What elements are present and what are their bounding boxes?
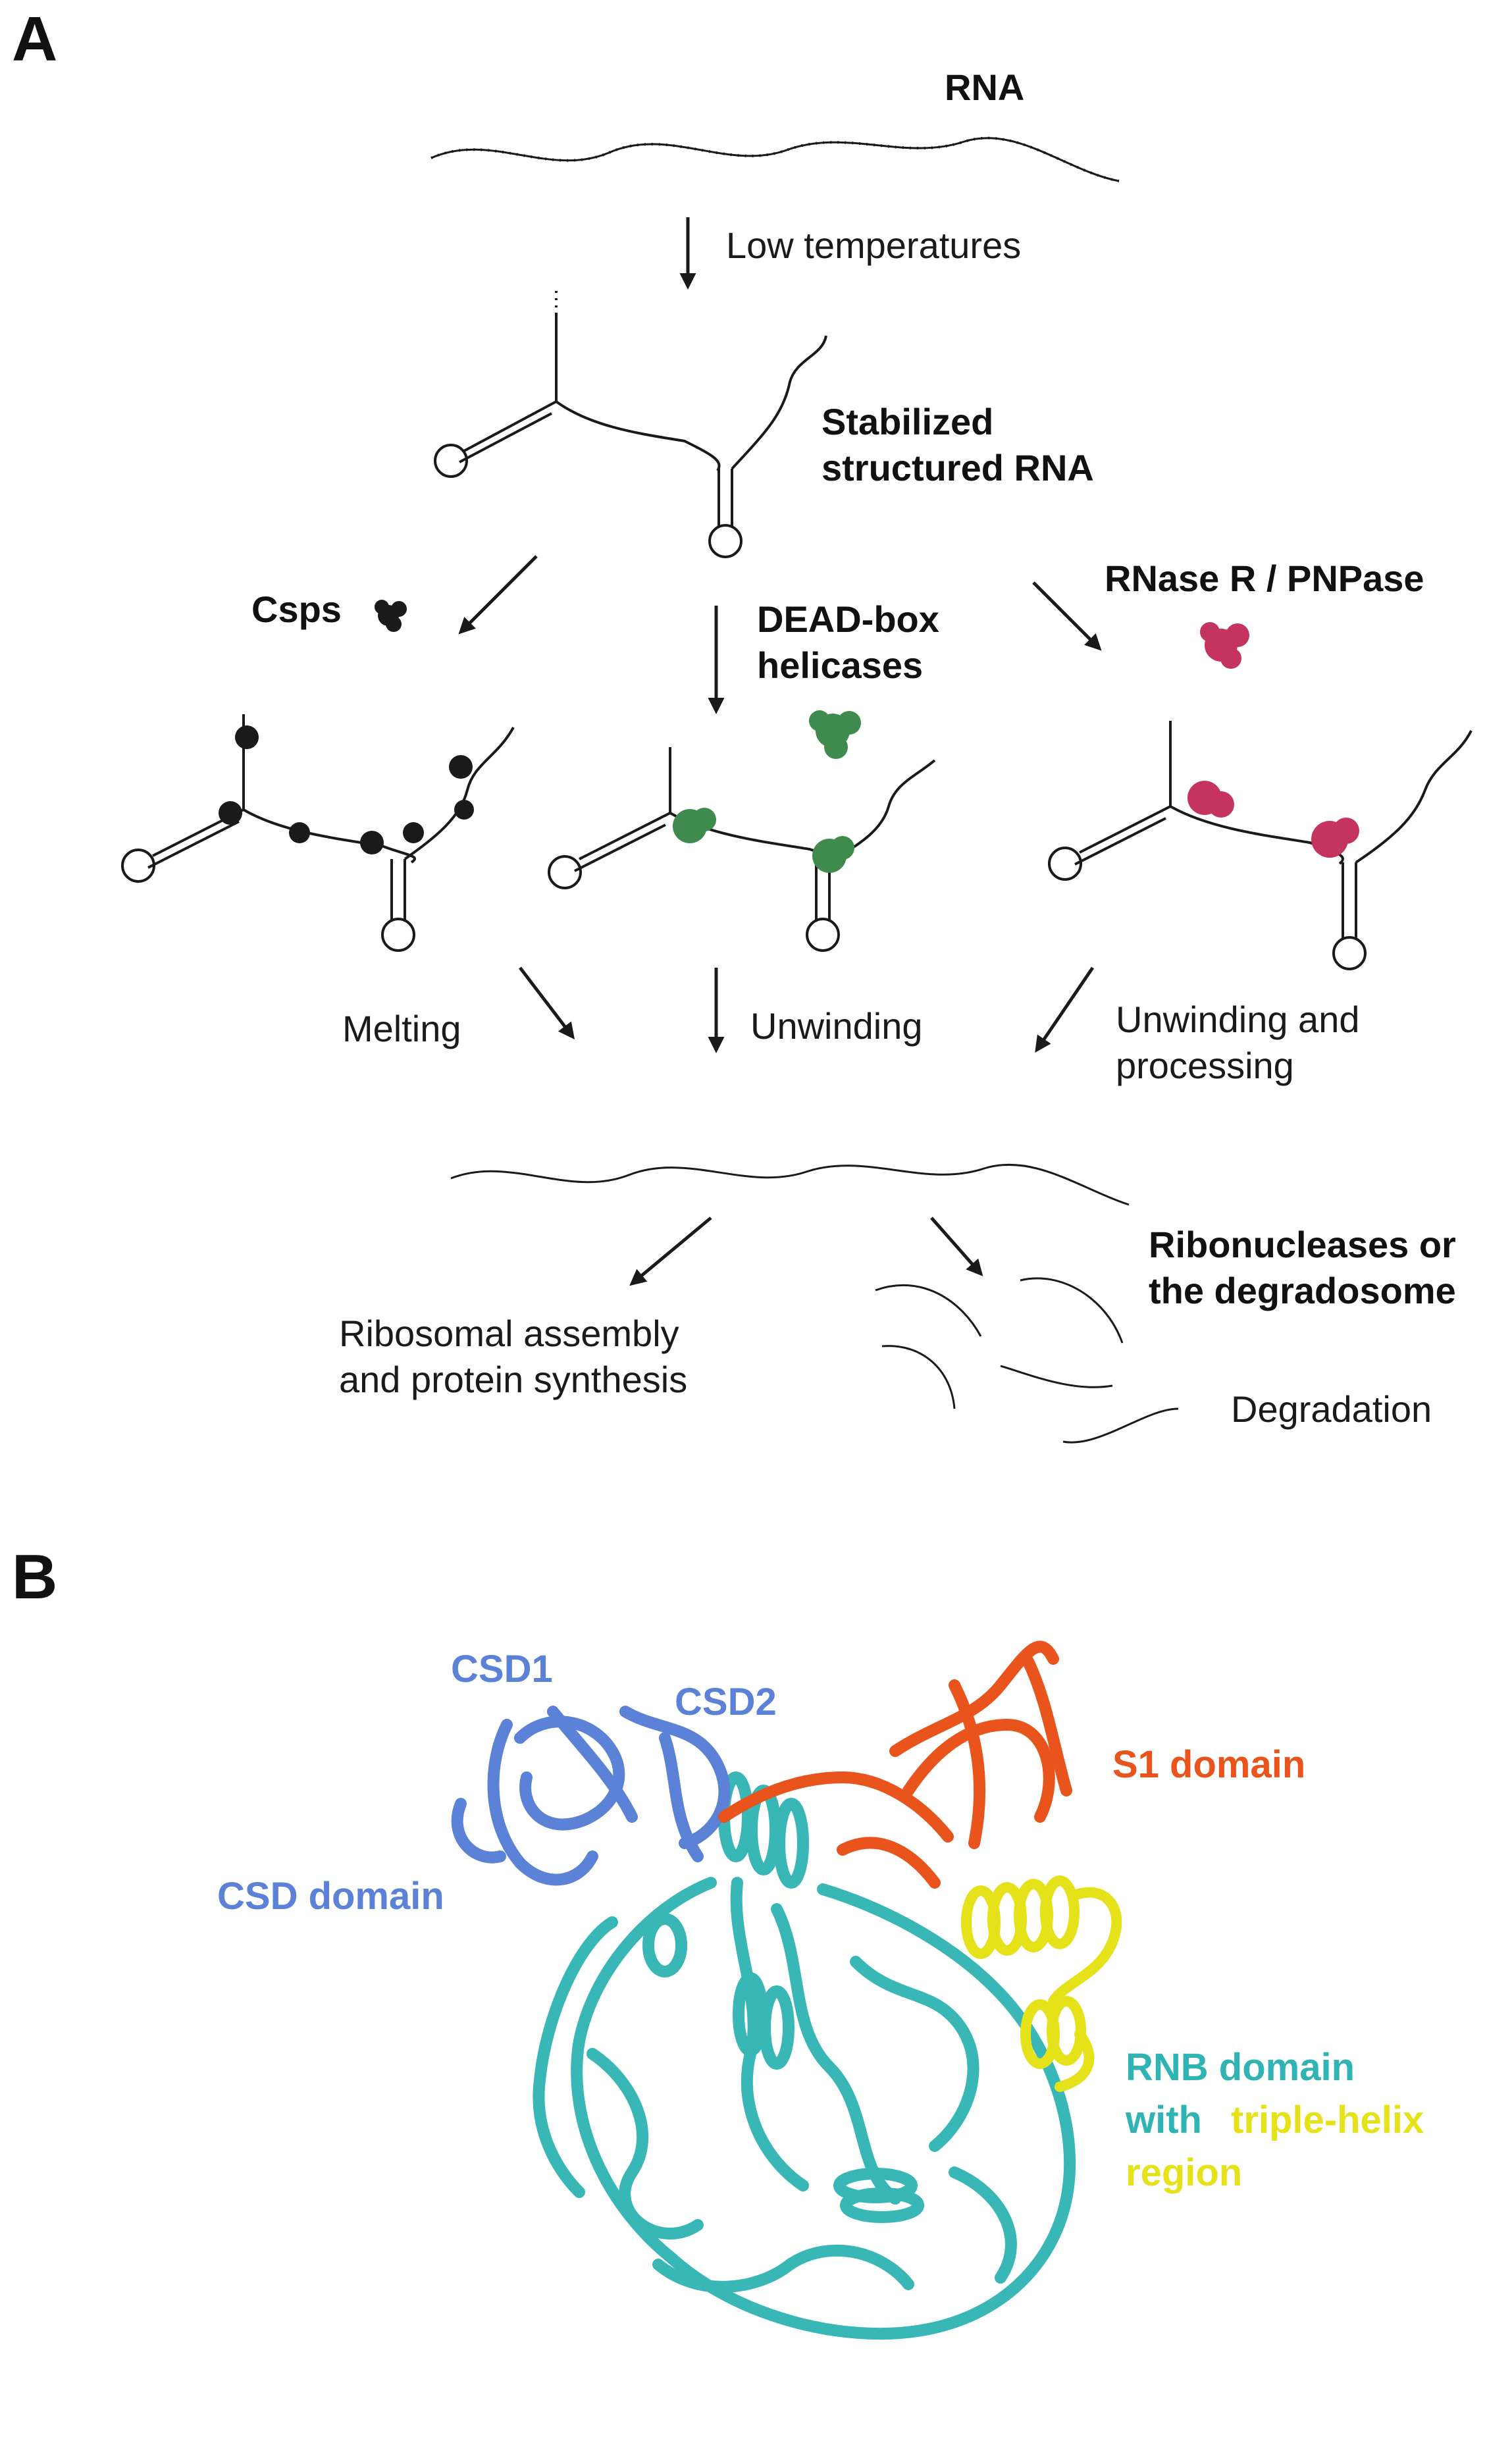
rnb-domain-label: RNB domain	[1126, 2046, 1355, 2089]
triple-helix-region-label: region	[1126, 2151, 1242, 2194]
arrow-to-csps	[458, 555, 538, 635]
arrow-ribosomal	[629, 1217, 712, 1286]
triple-helix-structure	[961, 1875, 1122, 2092]
rna-strand-linear	[450, 1163, 1130, 1206]
ribonucleases-label-1: Ribonucleases or	[1149, 1224, 1456, 1265]
structured-rna-helicases	[548, 747, 936, 952]
rnase-bound-proteins	[1187, 781, 1359, 858]
rnase-protein-icon	[1200, 622, 1249, 669]
arrow-degradation	[930, 1217, 983, 1276]
helicase-protein-icon	[809, 710, 861, 759]
rna-fragments	[875, 1277, 1179, 1444]
unwinding-processing-label-2: processing	[1116, 1045, 1294, 1086]
stabilized-label-1: Stabilized	[821, 401, 993, 442]
arrow-unwinding-processing	[1035, 966, 1095, 1053]
unwinding-label: Unwinding	[750, 1005, 923, 1047]
triple-helix-label: triple-helix	[1231, 2099, 1424, 2141]
s1-domain-structure	[718, 1640, 1072, 1889]
low-temperatures-label: Low temperatures	[726, 224, 1021, 266]
csd1-label: CSD1	[451, 1648, 553, 1690]
csd-domain-structure	[451, 1706, 731, 1886]
rnb-with-label: with	[1125, 2099, 1202, 2141]
arrow-to-rnase	[1032, 581, 1102, 651]
csp-protein-icon	[375, 600, 407, 632]
structured-rna-rnase	[1048, 721, 1473, 970]
dead-box-label-2: helicases	[757, 644, 923, 686]
unwinding-processing-label-1: Unwinding and	[1116, 999, 1359, 1040]
ribosomal-label-2: and protein synthesis	[339, 1359, 687, 1400]
csps-label: Csps	[251, 589, 342, 630]
helicase-bound-proteins	[673, 808, 854, 873]
rna-label: RNA	[945, 66, 1024, 108]
rna-strand-top	[430, 136, 1120, 182]
melting-label: Melting	[342, 1008, 461, 1049]
csd2-label: CSD2	[675, 1681, 777, 1723]
s1-domain-label: S1 domain	[1112, 1743, 1305, 1786]
panel-b-label: B	[12, 1542, 57, 1612]
rnb-domain-structure	[533, 1771, 1076, 2340]
dead-box-label-1: DEAD-box	[757, 598, 939, 640]
csp-bound-proteins	[219, 725, 474, 854]
ribonucleases-label-2: the degradosome	[1149, 1270, 1456, 1311]
degradation-label: Degradation	[1231, 1388, 1432, 1430]
stabilized-label-2: structured RNA	[821, 447, 1094, 488]
structured-rna-csps	[121, 714, 515, 952]
ribosomal-label-1: Ribosomal assembly	[339, 1313, 679, 1354]
arrow-melting	[519, 966, 575, 1039]
rnase-label: RNase R / PNPase	[1105, 558, 1424, 599]
panel-a-label: A	[12, 4, 57, 74]
structured-rna-top	[434, 290, 827, 558]
csd-domain-label: CSD domain	[217, 1875, 444, 1918]
